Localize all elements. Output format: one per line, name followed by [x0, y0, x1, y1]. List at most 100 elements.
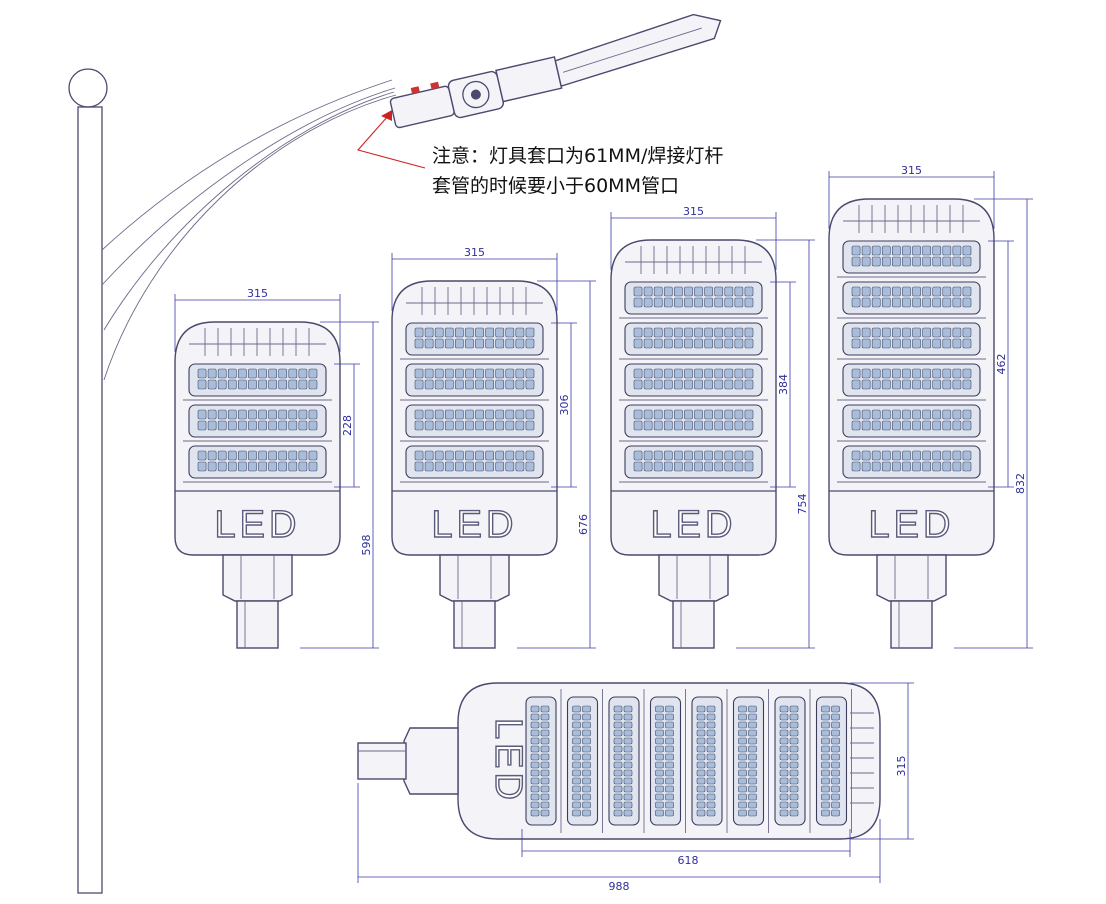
- led-chip: [724, 450, 734, 461]
- led-chip: [308, 420, 318, 431]
- led-chip: [779, 745, 789, 753]
- led-chip: [582, 785, 591, 793]
- led-chip: [613, 801, 623, 809]
- led-chip: [748, 769, 757, 777]
- led-chip: [962, 327, 972, 338]
- led-chip-row: [851, 409, 972, 431]
- led-chip: [530, 705, 540, 713]
- side-led-module: [608, 696, 640, 826]
- led-chip: [525, 327, 535, 338]
- led-chip: [922, 327, 931, 338]
- led-chip: [665, 745, 674, 753]
- led-chip: [922, 409, 931, 420]
- led-chip-row: [414, 409, 535, 431]
- led-chip: [540, 801, 550, 809]
- led-chip: [207, 420, 217, 431]
- led-chip: [892, 327, 901, 338]
- led-chip: [714, 379, 724, 390]
- led-chip: [724, 379, 734, 390]
- led-chip: [881, 245, 891, 256]
- led-chip: [748, 801, 757, 809]
- led-chip: [851, 245, 861, 256]
- led-chip: [831, 729, 840, 737]
- led-height-label: 462: [995, 354, 1008, 375]
- led-chip: [525, 450, 535, 461]
- led-chip: [748, 705, 757, 713]
- led-chip: [861, 461, 871, 472]
- led-chip: [942, 450, 952, 461]
- led-chip: [495, 420, 505, 431]
- led-chip: [706, 809, 716, 817]
- led-chip: [871, 409, 881, 420]
- led-chip: [724, 338, 734, 349]
- led-chip: [665, 801, 674, 809]
- led-chip: [789, 737, 799, 745]
- led-chip: [694, 297, 703, 308]
- led-chip-row: [414, 327, 535, 349]
- street-pole: [68, 68, 397, 894]
- led-chip: [424, 379, 434, 390]
- pole-shaft: [77, 106, 103, 894]
- led-chip: [912, 379, 921, 390]
- led-chip: [655, 777, 664, 785]
- led-chip: [912, 420, 921, 431]
- led-chip: [217, 379, 227, 390]
- led-chip: [572, 753, 581, 761]
- led-chip: [434, 368, 444, 379]
- led-chip: [288, 409, 298, 420]
- total-height-label: 598: [360, 535, 373, 556]
- led-chip: [258, 379, 267, 390]
- led-chip: [704, 409, 713, 420]
- led-chip: [861, 327, 871, 338]
- led-chip: [821, 809, 830, 817]
- led-chip: [912, 450, 921, 461]
- led-chip: [465, 338, 474, 349]
- led-chip: [861, 409, 871, 420]
- led-chip: [258, 409, 267, 420]
- led-chip: [530, 753, 540, 761]
- led-chip-row: [655, 705, 674, 817]
- note-line-2: 套管的时候要小于60MM管口: [432, 175, 679, 197]
- led-chip: [912, 256, 921, 267]
- led-chip: [694, 409, 703, 420]
- led-chip: [892, 368, 901, 379]
- led-chip: [871, 368, 881, 379]
- led-chip: [724, 297, 734, 308]
- led-chip: [530, 769, 540, 777]
- led-chip: [653, 327, 663, 338]
- led-chip: [704, 297, 713, 308]
- led-chip: [485, 368, 494, 379]
- led-chip: [288, 450, 298, 461]
- led-chip: [414, 379, 424, 390]
- led-chip: [308, 379, 318, 390]
- led-chip: [465, 420, 474, 431]
- note-line-1: 注意：灯具套口为61MM/焊接灯杆: [432, 145, 723, 167]
- led-chip: [704, 379, 713, 390]
- led-chip: [694, 327, 703, 338]
- joint-bolt: [470, 89, 481, 100]
- led-chip: [465, 379, 474, 390]
- led-chip-row: [738, 705, 757, 817]
- led-chip: [734, 409, 744, 420]
- led-chip: [738, 761, 747, 769]
- led-chip: [902, 379, 911, 390]
- led-chip: [288, 368, 298, 379]
- led-chip: [613, 769, 623, 777]
- led-chip: [706, 801, 716, 809]
- led-chip: [582, 761, 591, 769]
- led-chip: [738, 785, 747, 793]
- side-led-module: [525, 696, 557, 826]
- led-chip-row: [851, 327, 972, 349]
- led-chip: [696, 721, 706, 729]
- led-chip: [613, 753, 623, 761]
- led-chip: [197, 450, 207, 461]
- led-chip: [748, 737, 757, 745]
- led-chip: [724, 409, 734, 420]
- led-chip: [738, 737, 747, 745]
- led-chip: [572, 801, 581, 809]
- led-chip: [515, 327, 525, 338]
- led-chip: [475, 368, 484, 379]
- led-chip: [821, 801, 830, 809]
- led-chip: [613, 713, 623, 721]
